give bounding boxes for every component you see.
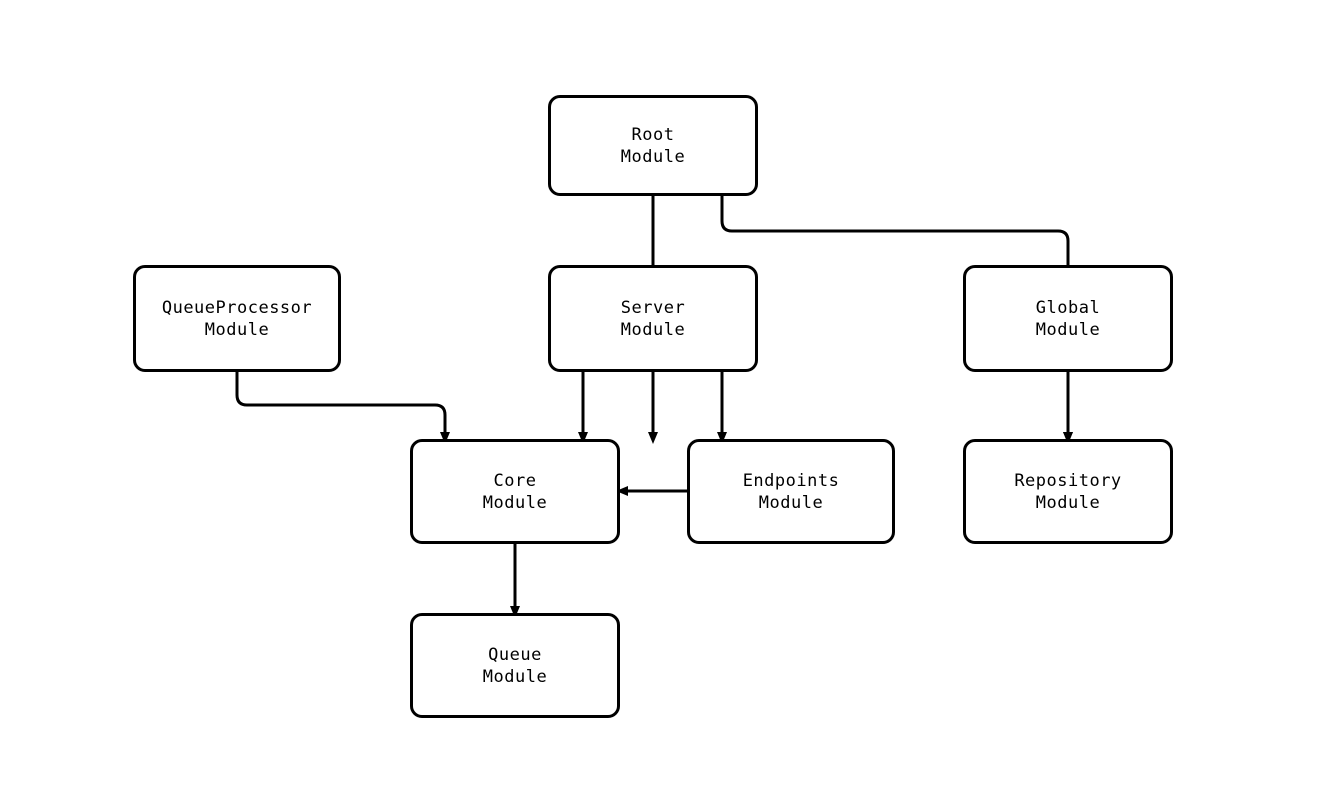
node-label-primary: Queue xyxy=(488,644,542,665)
node-label-primary: Core xyxy=(493,470,537,491)
node-label-primary: Server xyxy=(620,297,686,318)
node-label-secondary: Module xyxy=(620,146,686,167)
node-label-secondary: Module xyxy=(620,319,686,340)
node-label-secondary: Module xyxy=(1035,319,1101,340)
node-label-primary: Global xyxy=(1035,297,1101,318)
node-label-secondary: Module xyxy=(482,666,548,687)
edge-root-to-global xyxy=(720,196,1073,444)
node-label-secondary: Module xyxy=(758,492,824,513)
edge-queueprocessor-to-core xyxy=(235,372,450,444)
node-label-secondary: Module xyxy=(482,492,548,513)
node-label-primary: Root xyxy=(631,124,675,145)
node-label-primary: Endpoints xyxy=(742,470,840,491)
node-label-primary: Repository xyxy=(1014,470,1122,491)
node-label-primary: QueueProcessor xyxy=(161,297,313,318)
node-label-secondary: Module xyxy=(204,319,270,340)
node-label-secondary: Module xyxy=(1035,492,1101,513)
